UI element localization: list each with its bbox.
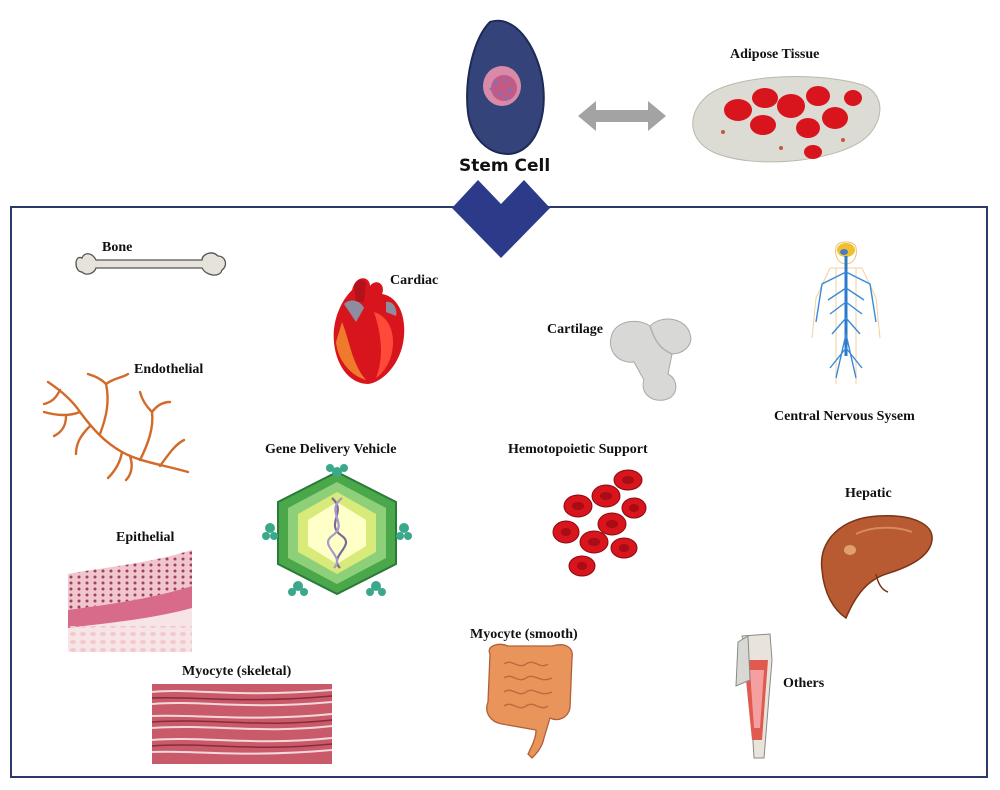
heart-illustration — [333, 278, 405, 384]
intestine-illustration — [486, 643, 573, 759]
cartilage-illustration — [610, 318, 692, 401]
cardiac-label: Cardiac — [390, 273, 439, 288]
cartilage-label: Cartilage — [547, 322, 603, 337]
liver-illustration — [820, 515, 933, 620]
stem-cell-label: Stem Cell — [459, 156, 551, 176]
epithelial-illustration — [68, 550, 192, 652]
muscle-tendon-illustration — [735, 633, 773, 759]
double-arrow — [578, 101, 666, 131]
stem-cell-illustration — [466, 19, 545, 155]
bone-illustration — [75, 252, 227, 276]
gene-delivery-vehicle-illustration — [262, 464, 412, 596]
endothelial-illustration — [42, 372, 190, 482]
adipose-tissue-illustration — [692, 76, 881, 163]
epithelial-label: Epithelial — [116, 530, 175, 545]
central-nervous-system-label: Central Nervous Sysem — [774, 409, 915, 424]
myocyte-smooth-label: Myocyte (smooth) — [470, 627, 578, 642]
gene-delivery-vehicle-label: Gene Delivery Vehicle — [265, 442, 397, 457]
hemotopoietic-support-label: Hemotopoietic Support — [508, 442, 648, 457]
others-label: Others — [783, 676, 825, 691]
chevron-down-icon — [452, 180, 550, 258]
adipose-tissue-label: Adipose Tissue — [730, 47, 820, 62]
hepatic-label: Hepatic — [845, 486, 892, 501]
bone-label: Bone — [102, 240, 133, 255]
red-blood-cells-illustration — [552, 469, 647, 577]
myocyte-skeletal-label: Myocyte (skeletal) — [182, 664, 292, 679]
endothelial-label: Endothelial — [134, 362, 204, 377]
skeletal-muscle-illustration — [151, 684, 333, 764]
nervous-system-illustration — [811, 241, 881, 384]
